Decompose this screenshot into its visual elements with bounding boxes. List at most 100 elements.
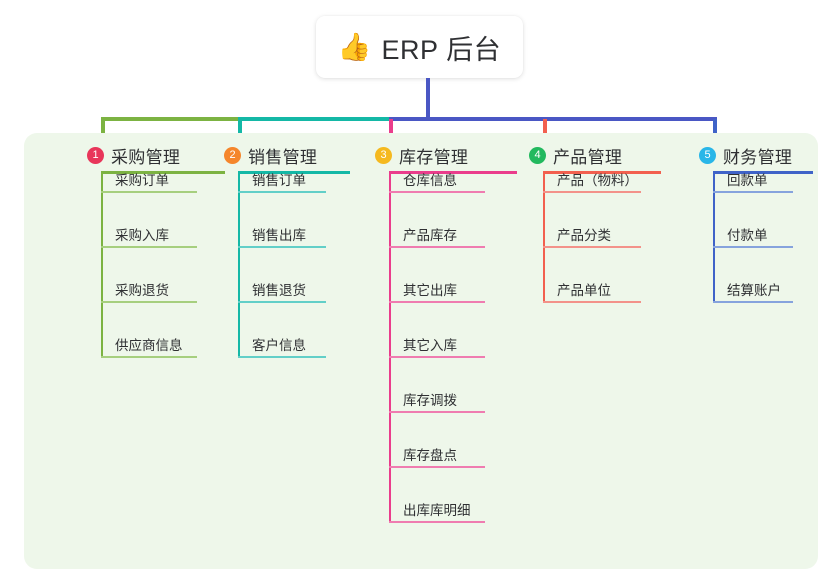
branch-title: 销售管理 bbox=[248, 148, 318, 167]
branch-item[interactable]: 采购订单 bbox=[101, 167, 197, 193]
connector-drop bbox=[713, 119, 717, 143]
branch-item-label: 回款单 bbox=[727, 173, 768, 188]
branch-item-rule bbox=[713, 301, 793, 303]
branch-item[interactable]: 销售订单 bbox=[238, 167, 326, 193]
root-node-title: ERP 后台 bbox=[381, 34, 502, 65]
connector-drop bbox=[389, 119, 393, 143]
branch-header[interactable]: 3 库存管理 bbox=[375, 143, 468, 168]
branch-item-rule bbox=[101, 301, 197, 303]
branch-item-rule bbox=[389, 246, 485, 248]
branch-spine bbox=[389, 171, 391, 523]
branch-item-rule bbox=[101, 246, 197, 248]
branch-item[interactable]: 销售出库 bbox=[238, 222, 326, 248]
branch-number-badge: 3 bbox=[375, 147, 392, 164]
branch-spine bbox=[713, 171, 715, 303]
branch-item[interactable]: 结算账户 bbox=[713, 277, 793, 303]
branch-item-rule bbox=[389, 466, 485, 468]
branch-item[interactable]: 销售退货 bbox=[238, 277, 326, 303]
branch-spine bbox=[101, 171, 103, 358]
branch-header-rule bbox=[101, 171, 225, 174]
branch-item-label: 付款单 bbox=[727, 228, 768, 243]
branch-header[interactable]: 1 采购管理 bbox=[87, 143, 180, 168]
branch-header[interactable]: 2 销售管理 bbox=[224, 143, 317, 168]
branch-number-badge: 5 bbox=[699, 147, 716, 164]
branch-item-label: 库存调拨 bbox=[403, 393, 457, 408]
branch-item[interactable]: 客户信息 bbox=[238, 332, 326, 358]
connector-segment-teal bbox=[238, 117, 391, 121]
branches-panel: 1 采购管理采购订单采购入库采购退货供应商信息 2 销售管理销售订单销售出库销售退货客… bbox=[24, 133, 818, 569]
branch-header-rule bbox=[713, 171, 813, 174]
connector-drop bbox=[238, 119, 242, 143]
branch-item-rule bbox=[389, 191, 485, 193]
branch-item-label: 其它出库 bbox=[403, 283, 457, 298]
branch-item-rule bbox=[543, 246, 641, 248]
branch-item-rule bbox=[238, 246, 326, 248]
branch-item-rule bbox=[238, 356, 326, 358]
branch-header-rule bbox=[238, 171, 350, 174]
connector-drop bbox=[101, 119, 105, 143]
branch-item[interactable]: 其它入库 bbox=[389, 332, 485, 358]
branch-item-rule bbox=[101, 356, 197, 358]
branch-item-rule bbox=[543, 191, 641, 193]
branch-spine bbox=[238, 171, 240, 358]
branch-item[interactable]: 出库库明细 bbox=[389, 497, 485, 523]
branch-item-rule bbox=[389, 356, 485, 358]
branch-header-rule bbox=[543, 171, 661, 174]
branch-item-label: 仓库信息 bbox=[403, 173, 457, 188]
branch-item[interactable]: 库存盘点 bbox=[389, 442, 485, 468]
branch-item-rule bbox=[238, 191, 326, 193]
branch-item[interactable]: 产品分类 bbox=[543, 222, 641, 248]
branch-item-label: 库存盘点 bbox=[403, 448, 457, 463]
branch-item-label: 产品单位 bbox=[557, 283, 611, 298]
branch-item-rule bbox=[238, 301, 326, 303]
branch-item[interactable]: 其它出库 bbox=[389, 277, 485, 303]
root-node-card[interactable]: 👍 ERP 后台 bbox=[316, 16, 523, 78]
branch-item[interactable]: 付款单 bbox=[713, 222, 793, 248]
branch-item-rule bbox=[713, 246, 793, 248]
branch-header[interactable]: 5 财务管理 bbox=[699, 143, 792, 168]
branch-number-badge: 2 bbox=[224, 147, 241, 164]
branch-item[interactable]: 产品单位 bbox=[543, 277, 641, 303]
connector-segment-blue bbox=[389, 117, 717, 121]
branch-item-rule bbox=[389, 521, 485, 523]
branch-spine bbox=[543, 171, 545, 303]
branch-number-badge: 4 bbox=[529, 147, 546, 164]
branch-item-rule bbox=[101, 191, 197, 193]
branch-title: 财务管理 bbox=[723, 148, 793, 167]
branch-item-rule bbox=[543, 301, 641, 303]
trunk-connector bbox=[426, 78, 430, 119]
branch-number-badge: 1 bbox=[87, 147, 104, 164]
branch-item[interactable]: 产品（物料） bbox=[543, 167, 641, 193]
branch-item[interactable]: 仓库信息 bbox=[389, 167, 485, 193]
branch-title: 库存管理 bbox=[399, 148, 469, 167]
connector-drop bbox=[543, 119, 547, 143]
branch-item-label: 销售订单 bbox=[252, 173, 306, 188]
branch-item-label: 采购入库 bbox=[115, 228, 169, 243]
branch-item[interactable]: 采购入库 bbox=[101, 222, 197, 248]
branch-item-label: 产品库存 bbox=[403, 228, 457, 243]
connector-segment-green bbox=[101, 117, 238, 121]
branch-item[interactable]: 采购退货 bbox=[101, 277, 197, 303]
branch-item[interactable]: 产品库存 bbox=[389, 222, 485, 248]
branch-item-rule bbox=[389, 301, 485, 303]
thumbs-up-icon: 👍 bbox=[337, 31, 372, 63]
branch-title: 采购管理 bbox=[111, 148, 181, 167]
branch-item-label: 出库库明细 bbox=[403, 503, 471, 518]
branch-header-rule bbox=[389, 171, 517, 174]
branch-item[interactable]: 供应商信息 bbox=[101, 332, 197, 358]
branch-item-label: 供应商信息 bbox=[115, 338, 183, 353]
branch-title: 产品管理 bbox=[553, 148, 623, 167]
branch-item[interactable]: 库存调拨 bbox=[389, 387, 485, 413]
branch-item-label: 其它入库 bbox=[403, 338, 457, 353]
branch-item-rule bbox=[389, 411, 485, 413]
branch-item-label: 采购退货 bbox=[115, 283, 169, 298]
branch-item-label: 产品分类 bbox=[557, 228, 611, 243]
branch-item-label: 结算账户 bbox=[727, 283, 781, 298]
branch-item-label: 客户信息 bbox=[252, 338, 306, 353]
branch-item-label: 销售退货 bbox=[252, 283, 306, 298]
branch-item-label: 产品（物料） bbox=[557, 173, 638, 188]
branch-header[interactable]: 4 产品管理 bbox=[529, 143, 622, 168]
branch-item-rule bbox=[713, 191, 793, 193]
branch-item[interactable]: 回款单 bbox=[713, 167, 793, 193]
